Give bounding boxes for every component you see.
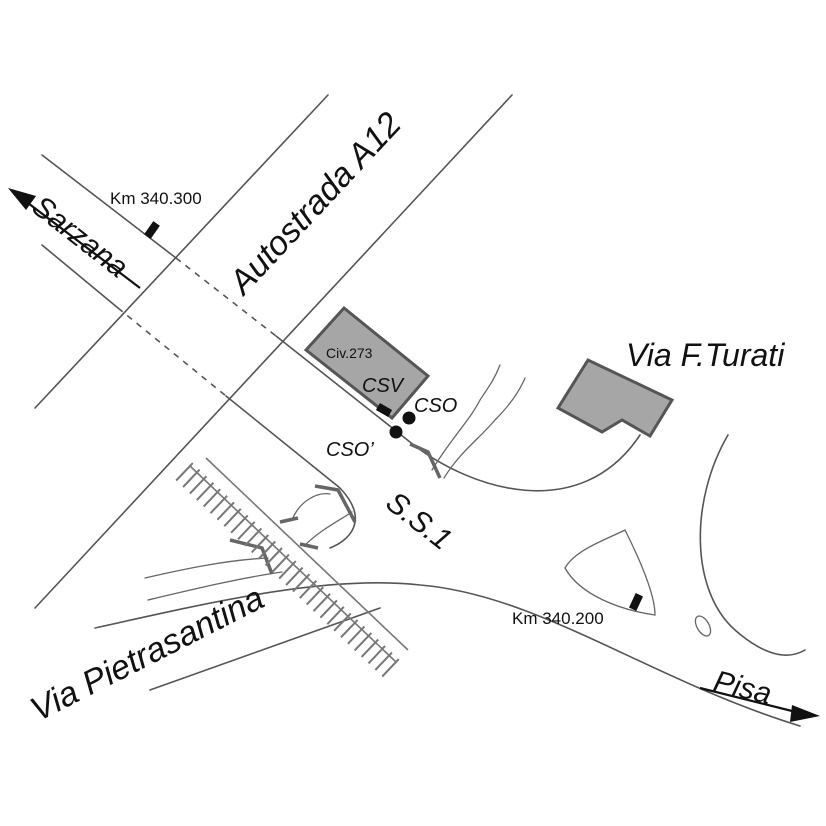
arrow-pisa bbox=[699, 686, 820, 722]
canal-bend-south bbox=[303, 511, 353, 547]
rail-tie bbox=[230, 514, 249, 534]
rail-tie bbox=[182, 468, 201, 488]
rail-tie bbox=[367, 645, 386, 665]
canal-bend-north bbox=[291, 493, 331, 521]
via-pietrasantina-edge-north bbox=[94, 581, 801, 727]
label-ss1: S.S.1 bbox=[380, 486, 458, 557]
rail-tie bbox=[340, 619, 359, 638]
rail-tie bbox=[278, 560, 297, 580]
arrow-sarzana bbox=[8, 188, 141, 289]
roundabout-outer bbox=[699, 434, 806, 656]
label-via-turati: Via F.Turati bbox=[626, 337, 785, 373]
rail-tie bbox=[292, 573, 311, 593]
ss1-edge-south-bend bbox=[225, 395, 356, 549]
traffic-island bbox=[564, 529, 656, 616]
cso-prime-marker bbox=[389, 425, 403, 439]
label-cso: CSO bbox=[414, 395, 457, 417]
old-road-edge-upper bbox=[41, 154, 177, 259]
railway bbox=[175, 457, 409, 678]
label-via-pietrasantina: Via Pietrasantina bbox=[24, 579, 270, 729]
bridge-canal-west bbox=[229, 538, 274, 575]
rail-tie bbox=[196, 482, 215, 501]
rail-tie bbox=[353, 632, 373, 652]
label-km-south: Km 340.200 bbox=[512, 609, 604, 628]
label-pisa: Pisa bbox=[710, 665, 775, 711]
csv-marker bbox=[375, 403, 393, 417]
rail-tie bbox=[299, 580, 318, 599]
rail-tie bbox=[223, 508, 242, 527]
old-road-dashed-upper bbox=[175, 257, 277, 337]
bridge-canal-mid-b bbox=[314, 484, 357, 523]
ss1-edge-north bbox=[275, 335, 641, 492]
ditch-2 bbox=[443, 377, 526, 479]
rail-tie bbox=[209, 495, 228, 514]
label-autostrada: Autostrada A12 bbox=[221, 105, 409, 303]
rail-tie bbox=[237, 521, 256, 540]
old-road-dashed-lower bbox=[117, 307, 227, 397]
rail-tie bbox=[189, 475, 208, 495]
rail-tie bbox=[305, 586, 324, 606]
rail-tie bbox=[326, 606, 345, 625]
building-civ273 bbox=[303, 305, 431, 421]
rail-tie bbox=[250, 534, 270, 554]
rail-tie bbox=[381, 658, 400, 678]
bridge-canal-mid-c bbox=[299, 542, 319, 550]
rail-tie bbox=[312, 593, 331, 612]
rail-tie bbox=[347, 625, 366, 645]
rail-tie bbox=[271, 553, 290, 573]
small-island bbox=[694, 615, 712, 637]
motorway-edge-east bbox=[34, 94, 513, 609]
ditch-1 bbox=[431, 364, 501, 471]
rail-tie bbox=[360, 638, 379, 658]
building-via-turati bbox=[555, 358, 675, 439]
bridge-ditch bbox=[409, 442, 442, 479]
old-road-edge-lower bbox=[41, 244, 119, 309]
rail-tie bbox=[257, 540, 276, 560]
label-civ273: Civ.273 bbox=[326, 345, 373, 361]
canal-south bbox=[147, 571, 283, 601]
rail-tie bbox=[319, 599, 338, 619]
rail-tie bbox=[333, 612, 352, 632]
rail-tie bbox=[244, 527, 263, 547]
km-marker-north bbox=[144, 221, 160, 239]
rail-tie bbox=[374, 651, 393, 671]
canal-north bbox=[144, 557, 269, 579]
rail-tie bbox=[175, 462, 194, 482]
cso-marker bbox=[402, 411, 416, 425]
motorway-edge-west bbox=[34, 94, 329, 409]
rail-tie bbox=[285, 566, 304, 586]
rail-tie bbox=[264, 547, 283, 567]
label-cso-prime: CSO’ bbox=[326, 439, 374, 461]
km-marker-south bbox=[628, 593, 644, 611]
rail-tie bbox=[216, 501, 235, 521]
bridge-canal-mid-a bbox=[279, 516, 299, 524]
rail-tie bbox=[202, 488, 221, 508]
label-km-north: Km 340.300 bbox=[110, 189, 202, 208]
label-csv: CSV bbox=[362, 375, 405, 397]
